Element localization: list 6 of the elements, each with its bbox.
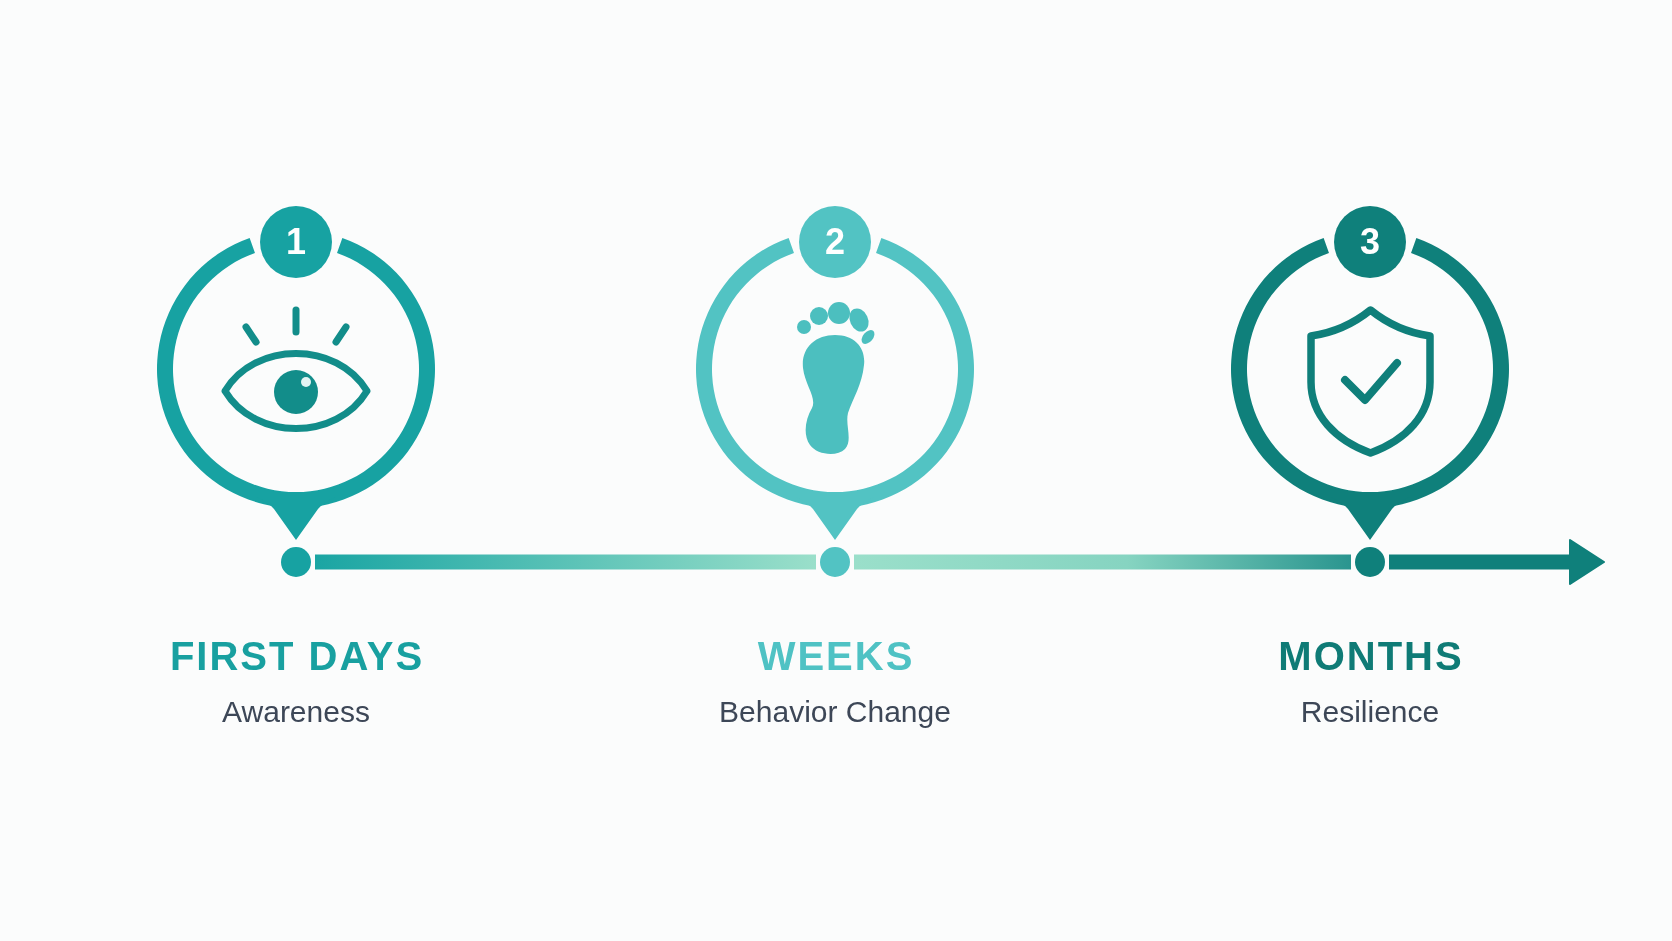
milestone-subtitle: Awareness <box>222 695 370 729</box>
milestone-title: WEEKS <box>757 634 915 679</box>
milestone-subtitle: Behavior Change <box>719 695 951 729</box>
milestone-subtitle: Resilience <box>1300 695 1440 729</box>
milestone-title: FIRST DAYS <box>169 634 425 679</box>
milestone-title: MONTHS <box>1278 634 1464 679</box>
